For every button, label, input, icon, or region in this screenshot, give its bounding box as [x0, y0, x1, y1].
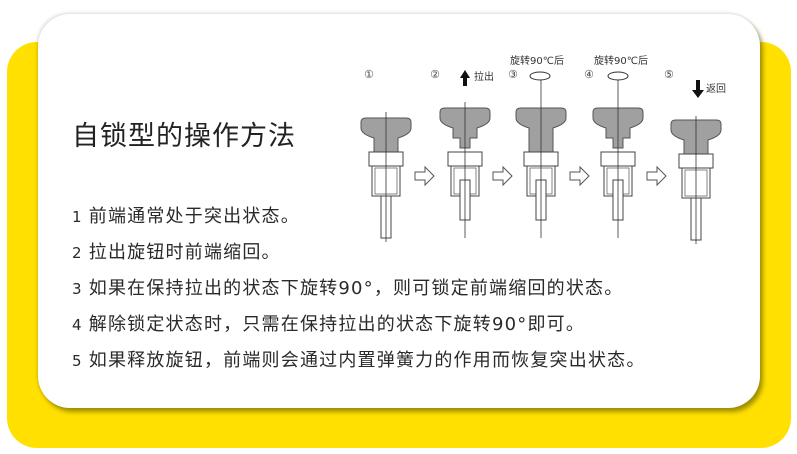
down-arrow-icon: [692, 80, 704, 98]
stage-marker-2: ②: [430, 68, 440, 81]
return-label: 返回: [706, 84, 726, 95]
stage-marker-1: ①: [364, 68, 374, 81]
indexing-plunger-diagram: ① ② 拉出 ③ 旋转90℃后 ④ 旋转90℃后 ⑤ 返回: [350, 50, 750, 250]
page-title: 自锁型的操作方法: [72, 121, 296, 152]
next-arrow-icon: [492, 165, 513, 187]
content-card: [38, 14, 760, 408]
rotate-icon: [607, 71, 629, 81]
stage-marker-3: ③: [508, 68, 518, 81]
stage-marker-5: ⑤: [664, 68, 674, 81]
pull-label: 拉出: [474, 72, 494, 83]
rotate-label-2: 旋转90℃后: [594, 56, 648, 67]
rotate-icon: [529, 71, 551, 81]
up-arrow-icon: [460, 70, 470, 86]
rotate-label-1: 旋转90℃后: [510, 56, 564, 67]
stage-marker-4: ④: [584, 68, 594, 81]
next-arrow-icon: [414, 165, 435, 187]
next-arrow-icon: [569, 165, 590, 187]
plunger-drawings: [360, 70, 722, 244]
next-arrow-icon: [646, 165, 667, 187]
